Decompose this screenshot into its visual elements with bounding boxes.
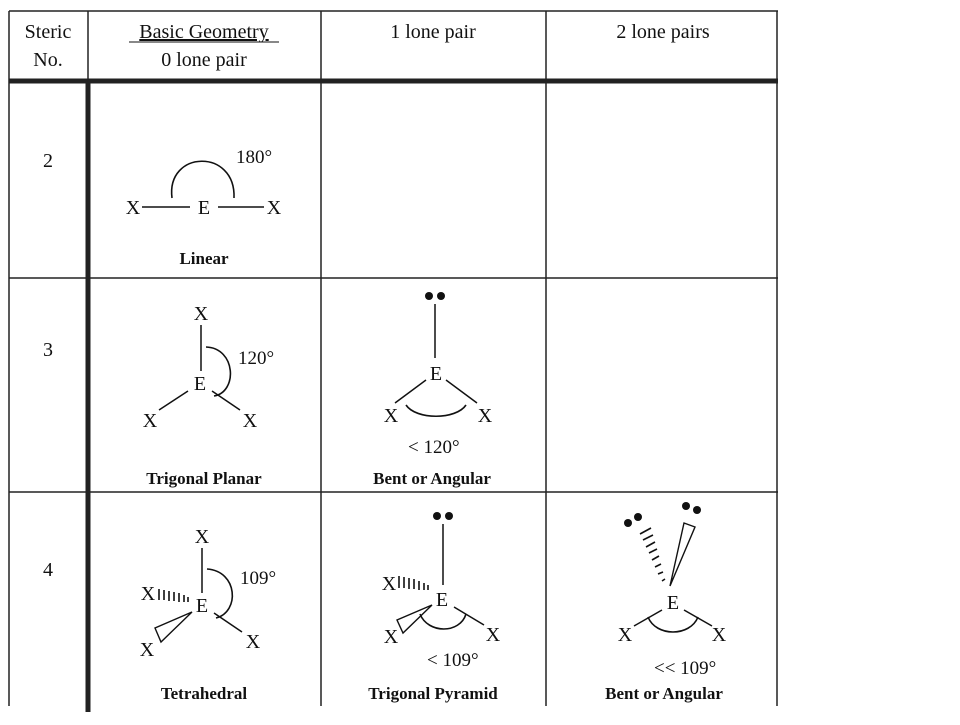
geometry-name: Linear <box>179 249 229 268</box>
hashed-wedge-bond <box>398 576 429 590</box>
geometry-name: Tetrahedral <box>161 684 248 703</box>
bond-right <box>445 379 478 404</box>
ligand-x-left: X <box>126 197 141 219</box>
geometry-name: Trigonal Pyramid <box>368 684 498 703</box>
ligand-x-top: X <box>194 303 209 325</box>
bond-angle-label: 180° <box>236 147 272 168</box>
geometry-name: Trigonal Planar <box>146 469 262 488</box>
linear-structure: X E X 180° Linear <box>126 147 282 268</box>
central-atom-e: E <box>430 363 442 385</box>
ligand-x-top: X <box>195 526 210 548</box>
bond-angle-label: < 109° <box>427 650 479 671</box>
steric-number-3: 3 <box>43 339 53 361</box>
ligand-x-right: X <box>246 631 261 653</box>
header-steric: Steric <box>25 21 72 43</box>
hashed-lone-pair-bond <box>639 527 666 582</box>
header-no: No. <box>33 49 62 71</box>
angle-arc <box>419 613 467 630</box>
bond-lower-left <box>158 390 189 411</box>
lone-pair-dot <box>624 519 632 527</box>
lone-pair-dot <box>433 512 441 520</box>
lone-pair-dot <box>445 512 453 520</box>
hashed-wedge-bond <box>158 589 189 602</box>
header-one-lone-pair: 1 lone pair <box>390 21 476 43</box>
angle-arc <box>405 404 467 417</box>
bond-angle-label: << 109° <box>654 658 716 679</box>
bent-120-structure: E X X < 120° Bent or Angular <box>373 292 493 488</box>
bond-right <box>453 606 485 626</box>
table-grid <box>8 10 778 712</box>
lone-pair-dot <box>425 292 433 300</box>
ligand-x-left: X <box>143 410 158 432</box>
header-zero-lone-pair: 0 lone pair <box>161 49 247 71</box>
trigonal-pyramid-structure: E X X X < 109° Trigonal Pyramid <box>368 512 501 703</box>
ligand-x-right: X <box>712 624 727 646</box>
bond-angle-label: 109° <box>240 568 276 589</box>
bond-angle-label: < 120° <box>408 437 460 458</box>
ligand-x-hashed: X <box>141 583 156 605</box>
lone-pair-dot <box>693 506 701 514</box>
wedge-lone-pair-bond <box>669 522 696 587</box>
ligand-x-left: X <box>618 624 633 646</box>
ligand-x-left: X <box>384 405 399 427</box>
lone-pair-dot <box>437 292 445 300</box>
steric-number-4: 4 <box>43 559 53 581</box>
lone-pair-dot <box>682 502 690 510</box>
header-basic-geometry: Basic Geometry <box>139 21 268 43</box>
ligand-x-wedge: X <box>384 626 399 648</box>
ligand-x-hashed: X <box>382 573 397 595</box>
central-atom-e: E <box>198 197 210 219</box>
angle-arc <box>171 160 235 199</box>
table-header: Steric No. Basic Geometry 0 lone pair 1 … <box>25 21 710 71</box>
steric-number-2: 2 <box>43 150 53 172</box>
bent-109-structure: E X X << 109° Bent or Angular <box>605 502 727 703</box>
ligand-x-right: X <box>243 410 258 432</box>
bond-left <box>394 379 427 404</box>
header-two-lone-pairs: 2 lone pairs <box>616 21 710 43</box>
lone-pair-dot <box>634 513 642 521</box>
solid-wedge-bond <box>154 611 193 644</box>
ligand-x-wedge: X <box>140 639 155 661</box>
central-atom-e: E <box>196 595 208 617</box>
tetrahedral-structure: X E X X X 109° Tetrahedral <box>140 526 276 703</box>
ligand-x-right: X <box>486 624 501 646</box>
central-atom-e: E <box>667 592 679 614</box>
angle-arc <box>647 616 699 633</box>
bond-lower-right <box>213 612 243 633</box>
central-atom-e: E <box>194 373 206 395</box>
ligand-x-right: X <box>267 197 282 219</box>
trigonal-planar-structure: X E X X 120° Trigonal Planar <box>143 303 274 488</box>
angle-arc <box>205 346 232 397</box>
bond-lower-right <box>211 390 241 411</box>
geometry-name: Bent or Angular <box>605 684 723 703</box>
angle-arc <box>206 568 233 619</box>
ligand-x-right: X <box>478 405 493 427</box>
central-atom-e: E <box>436 589 448 611</box>
bond-angle-label: 120° <box>238 348 274 369</box>
solid-wedge-bond <box>396 604 433 635</box>
geometry-name: Bent or Angular <box>373 469 491 488</box>
